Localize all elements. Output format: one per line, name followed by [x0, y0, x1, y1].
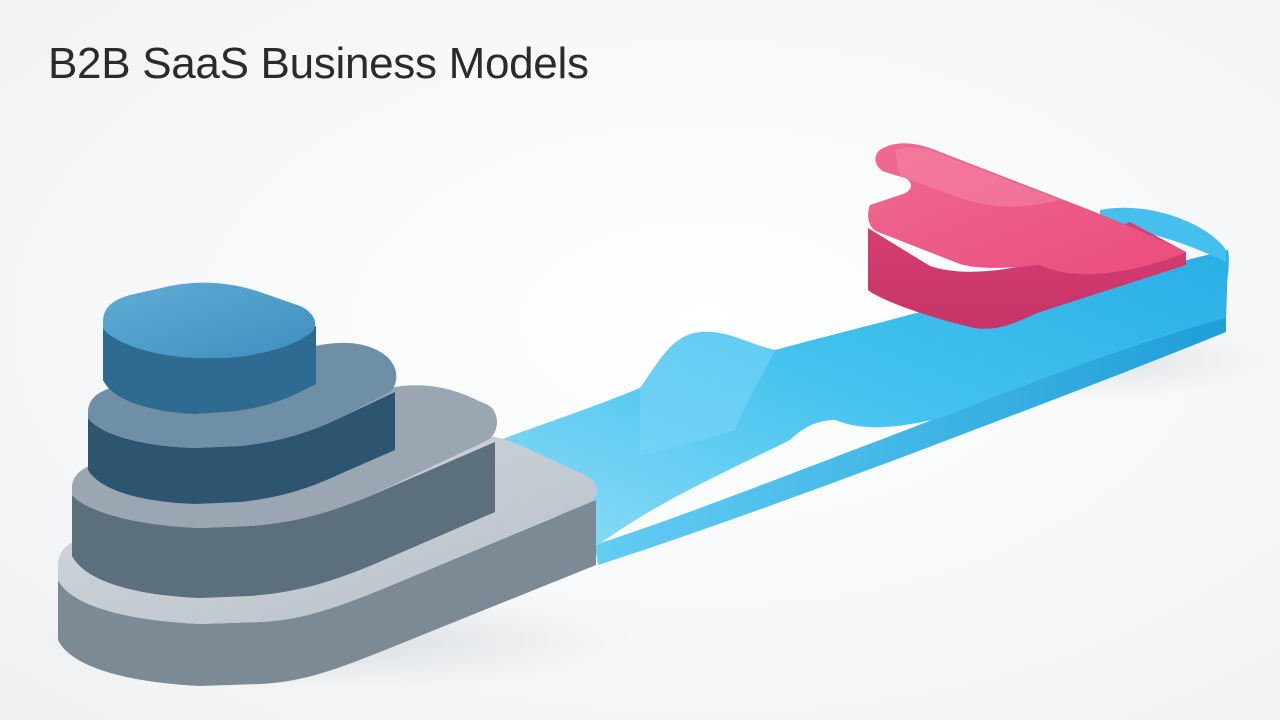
layer-base-side — [58, 500, 596, 686]
pink-block — [868, 143, 1186, 329]
layer-top-side — [103, 322, 316, 414]
layer-three-side — [88, 392, 395, 504]
flow-ribbon — [500, 207, 1229, 565]
layer-two-side — [72, 442, 495, 598]
page-title: B2B SaaS Business Models — [48, 39, 589, 88]
stacked-layers — [58, 282, 597, 686]
layer-top-top — [103, 282, 316, 358]
